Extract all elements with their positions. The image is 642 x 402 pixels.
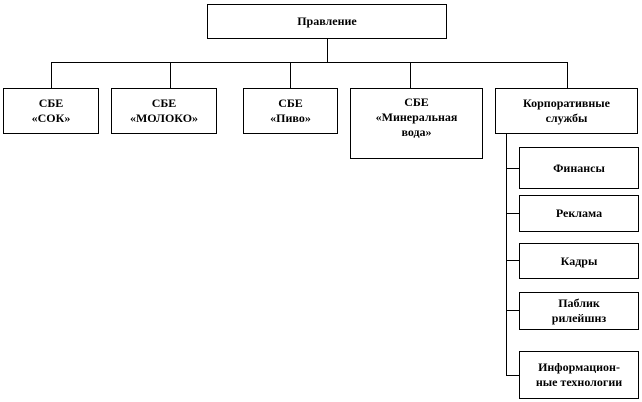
unit-label: СБЕ <box>404 95 429 109</box>
service-box-it: Информацион- ные технологии <box>519 351 639 399</box>
unit-label: службы <box>545 111 588 125</box>
unit-label: «Минеральная <box>375 110 458 124</box>
connector <box>51 62 568 63</box>
unit-box-sok: СБЕ «СОК» <box>3 88 99 134</box>
unit-label: Корпоративные <box>523 96 610 110</box>
connector <box>506 260 519 261</box>
connector <box>51 62 52 88</box>
connector <box>290 62 291 88</box>
service-box-finance: Финансы <box>519 147 639 189</box>
unit-label: вода» <box>401 125 432 139</box>
connector <box>506 133 507 376</box>
service-label: Реклама <box>555 206 603 220</box>
service-label: Информацион- <box>538 360 620 374</box>
service-label: ные технологии <box>535 375 623 389</box>
unit-label: «Пиво» <box>270 111 311 125</box>
service-label: Кадры <box>560 253 598 268</box>
connector <box>170 62 171 88</box>
connector <box>506 168 519 169</box>
root-box: Правление <box>207 4 447 39</box>
unit-label: «МОЛОКО» <box>129 111 199 125</box>
unit-label: СБЕ <box>278 96 303 110</box>
connector <box>327 38 328 62</box>
connector <box>506 310 519 311</box>
unit-label: «СОК» <box>31 111 71 125</box>
connector <box>506 213 519 214</box>
unit-box-corporate-services: Корпоративные службы <box>495 88 638 134</box>
service-label: Финансы <box>553 160 605 175</box>
connector <box>567 62 568 88</box>
connector <box>410 62 411 88</box>
service-box-public-relations: Паблик рилейшнз <box>519 292 639 330</box>
unit-box-moloko: СБЕ «МОЛОКО» <box>111 88 217 134</box>
unit-label: СБЕ <box>151 96 177 110</box>
unit-box-pivo: СБЕ «Пиво» <box>243 88 338 134</box>
service-box-hr: Кадры <box>519 243 639 279</box>
unit-label: СБЕ <box>38 96 64 110</box>
service-label: Паблик <box>558 296 600 310</box>
unit-box-mineral-water: СБЕ «Минеральная вода» <box>350 88 483 159</box>
service-box-advertising: Реклама <box>519 195 639 232</box>
connector <box>506 375 519 376</box>
root-label: Правление <box>297 14 357 28</box>
service-label: рилейшнз <box>551 311 607 325</box>
